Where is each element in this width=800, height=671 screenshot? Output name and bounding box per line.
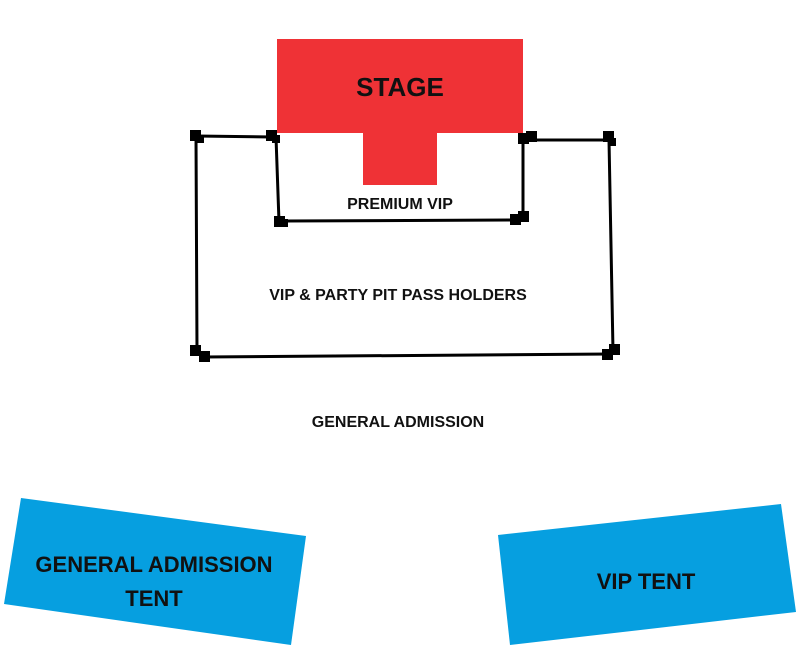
barrier-post (272, 135, 280, 143)
barrier-post (199, 351, 210, 362)
barrier-post (266, 130, 277, 141)
barrier-post (280, 219, 288, 227)
premium-barrier-right (514, 139, 525, 222)
outer-barrier-left (194, 134, 274, 354)
ga-tent-shape (4, 498, 306, 645)
barrier-post (196, 135, 204, 143)
barrier-post (190, 130, 201, 141)
premium-vip-label: PREMIUM VIP (347, 196, 453, 213)
barrier-post (526, 131, 537, 142)
premium-barrier-bottom (277, 218, 518, 224)
outer-barrier-right (526, 138, 615, 356)
vip-tent: VIP TENT (498, 504, 796, 645)
general-admission-label: GENERAL ADMISSION (312, 414, 484, 431)
premium-barrier-left (274, 135, 281, 224)
vip-tent-shape (498, 504, 796, 645)
stage-label: STAGE (356, 72, 444, 102)
barrier-post (510, 214, 521, 225)
barrier-post (190, 345, 201, 356)
barrier-post (518, 133, 529, 144)
barrier-post (609, 344, 620, 355)
ga-tent-label-line2: TENT (125, 586, 183, 611)
ga-tent-label-line1: GENERAL ADMISSION (35, 552, 272, 577)
outer-barrier-bottom (195, 350, 613, 359)
barrier-post (603, 131, 614, 142)
stage-shape (277, 39, 523, 185)
barrier-posts (190, 130, 620, 362)
stage: STAGE (277, 39, 523, 185)
general-admission-tent: GENERAL ADMISSION TENT (4, 498, 306, 645)
barrier-post (518, 211, 529, 222)
vip-tent-label: VIP TENT (597, 569, 696, 594)
barrier-post (274, 216, 285, 227)
vip-party-pit-label: VIP & PARTY PIT PASS HOLDERS (269, 287, 527, 304)
barrier-post (608, 138, 616, 146)
barrier-post (602, 349, 613, 360)
